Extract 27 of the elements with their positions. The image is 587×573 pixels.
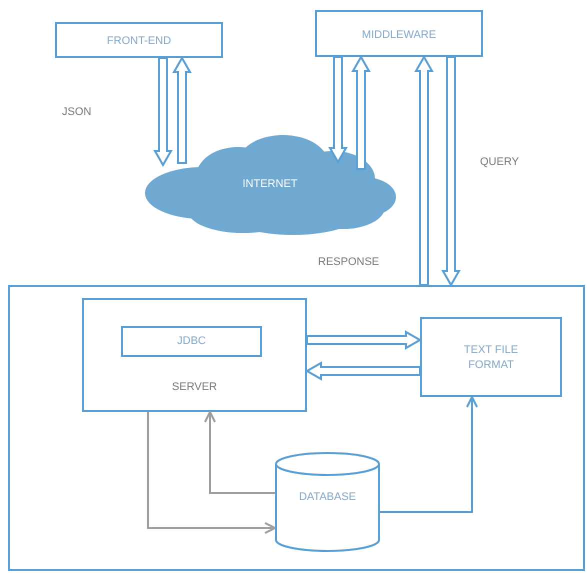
arrow	[204, 411, 275, 494]
flow-label: JSON	[62, 106, 92, 118]
hollow-arrow	[351, 54, 371, 170]
hollow-arrow	[304, 361, 421, 381]
hollow-arrow	[328, 56, 348, 164]
flow-label: RESPONSE	[318, 256, 380, 268]
hollow-arrow	[306, 330, 422, 350]
process-box	[315, 10, 483, 57]
process-box	[55, 22, 223, 58]
flow-label: QUERY	[480, 156, 519, 168]
node-label: MIDDLEWARE	[360, 28, 438, 43]
node-label: SERVER	[170, 380, 218, 395]
node-label: DATABASE	[298, 490, 358, 505]
hollow-arrow	[153, 57, 173, 168]
node-label: FRONT-END	[106, 34, 172, 49]
hollow-arrow	[172, 56, 192, 164]
arrow	[147, 412, 276, 534]
node-label: TEXT FILE FORMAT	[462, 343, 520, 373]
node-label: INTERNET	[242, 177, 298, 192]
hollow-arrow	[414, 54, 434, 286]
node-label: JDBC	[176, 334, 207, 349]
process-box	[420, 317, 562, 397]
arrow	[380, 396, 478, 513]
process-box	[82, 298, 307, 412]
hollow-arrow	[441, 56, 461, 288]
container-box	[8, 285, 585, 571]
process-box	[121, 326, 262, 357]
